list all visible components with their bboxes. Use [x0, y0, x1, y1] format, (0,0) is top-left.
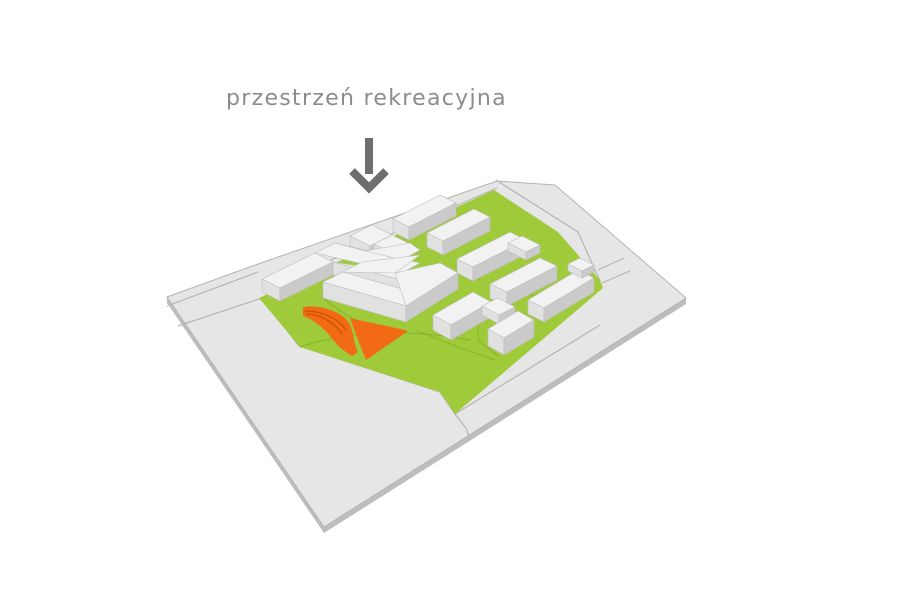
building — [527, 269, 595, 323]
building — [392, 194, 457, 241]
building — [567, 257, 595, 279]
building — [487, 310, 535, 356]
building — [261, 252, 334, 302]
arrow-down-icon — [349, 138, 389, 194]
recreation-area — [303, 306, 408, 360]
diagram-title: przestrzeń rekreacyjna — [226, 86, 507, 111]
building — [334, 242, 421, 261]
building — [426, 208, 491, 256]
building — [507, 235, 541, 261]
building — [322, 254, 459, 323]
building — [432, 291, 492, 341]
buildings — [261, 194, 595, 356]
building — [489, 257, 558, 307]
